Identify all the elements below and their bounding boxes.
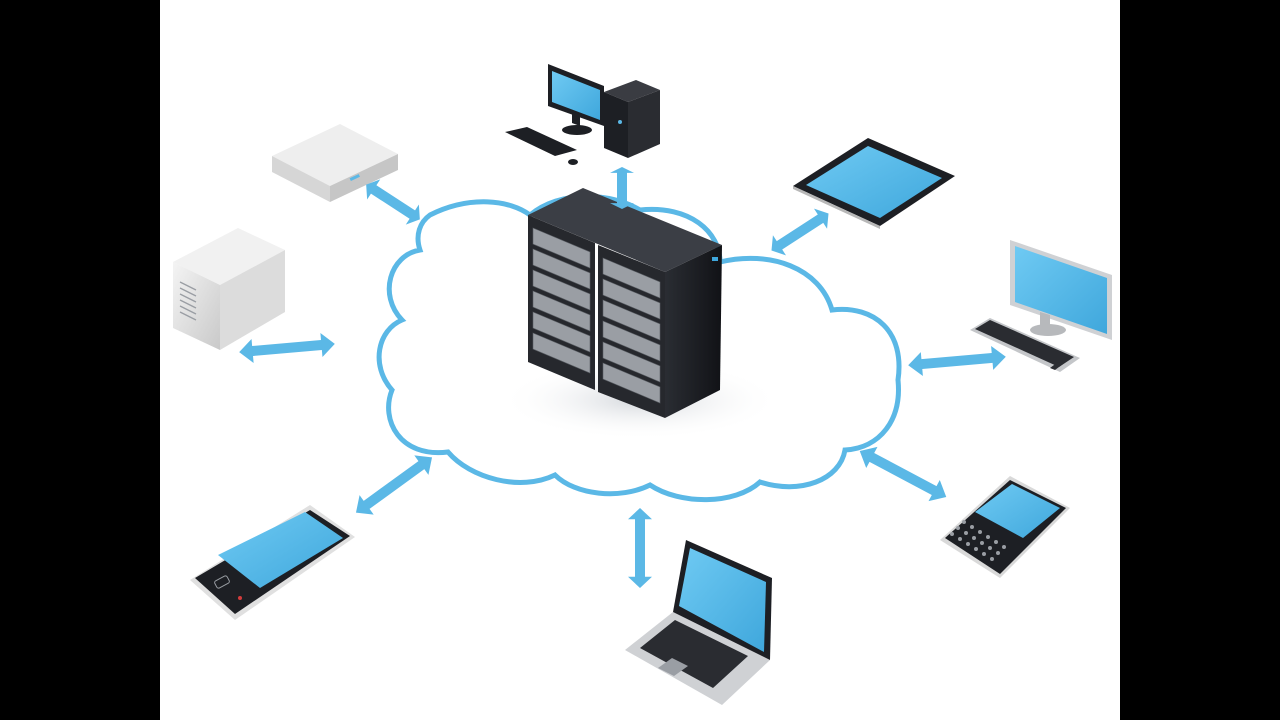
- server-rack-icon: [528, 188, 722, 418]
- qwerty-phone-icon: [940, 476, 1070, 578]
- smartphone-icon: [190, 505, 355, 620]
- tablet-icon: [793, 138, 955, 229]
- laptop-icon: [625, 540, 772, 705]
- tower-server-icon: [173, 228, 285, 350]
- monitor-keyboard-icon: [970, 240, 1112, 372]
- nas-box-icon: [272, 124, 398, 202]
- cloud-outline-icon: [376, 193, 902, 503]
- desktop-computer-icon: [505, 64, 660, 165]
